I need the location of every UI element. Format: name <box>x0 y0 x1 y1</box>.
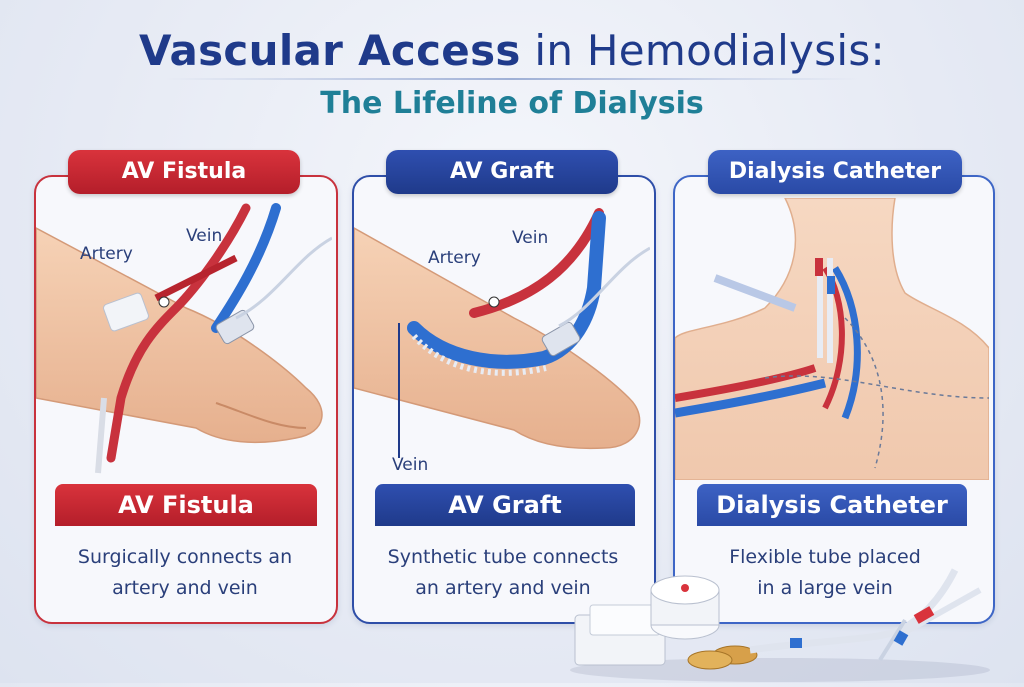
label-vein-fistula: Vein <box>186 226 223 246</box>
tab-dialysis-catheter: Dialysis Catheter <box>708 150 962 194</box>
page-title: Vascular Access in Hemodialysis: <box>0 26 1024 75</box>
tab-av-fistula: AV Fistula <box>68 150 300 194</box>
arm-fistula-icon <box>36 203 332 474</box>
label-artery-graft: Artery <box>428 248 481 268</box>
desc-line: Flexible tube placed <box>729 546 921 568</box>
desc-av-graft: Synthetic tube connects an artery and ve… <box>358 542 648 604</box>
label-artery-fistula: Artery <box>80 244 133 264</box>
desc-line: Surgically connects an <box>77 546 293 568</box>
desc-av-fistula: Surgically connects an artery and vein <box>40 542 330 604</box>
band-av-fistula: AV Fistula <box>55 484 317 526</box>
page-subtitle: The Lifeline of Dialysis <box>320 86 704 121</box>
fistula-illustration <box>36 198 332 480</box>
desc-dialysis-catheter: Flexible tube placed in a large vein <box>690 542 960 604</box>
desc-line: in a large vein <box>757 577 893 599</box>
arm-graft-icon <box>354 208 650 458</box>
neck-catheter-icon <box>675 198 989 480</box>
band-dialysis-catheter: Dialysis Catheter <box>697 484 967 526</box>
supplies-icon <box>570 568 990 682</box>
band-av-graft: AV Graft <box>375 484 635 526</box>
dialysis-supplies <box>560 560 1000 683</box>
title-divider <box>165 78 859 80</box>
title-rest: in Hemodialysis: <box>534 26 885 75</box>
graft-illustration <box>354 198 650 480</box>
desc-line: an artery and vein <box>415 577 591 599</box>
label-vein-graft-top: Vein <box>512 228 549 248</box>
desc-line: Synthetic tube connects <box>387 546 619 568</box>
catheter-illustration <box>675 198 989 480</box>
tab-av-graft: AV Graft <box>386 150 618 194</box>
title-bold: Vascular Access <box>138 26 521 75</box>
label-vein-graft-bottom: Vein <box>392 455 429 475</box>
desc-line: artery and vein <box>112 577 258 599</box>
